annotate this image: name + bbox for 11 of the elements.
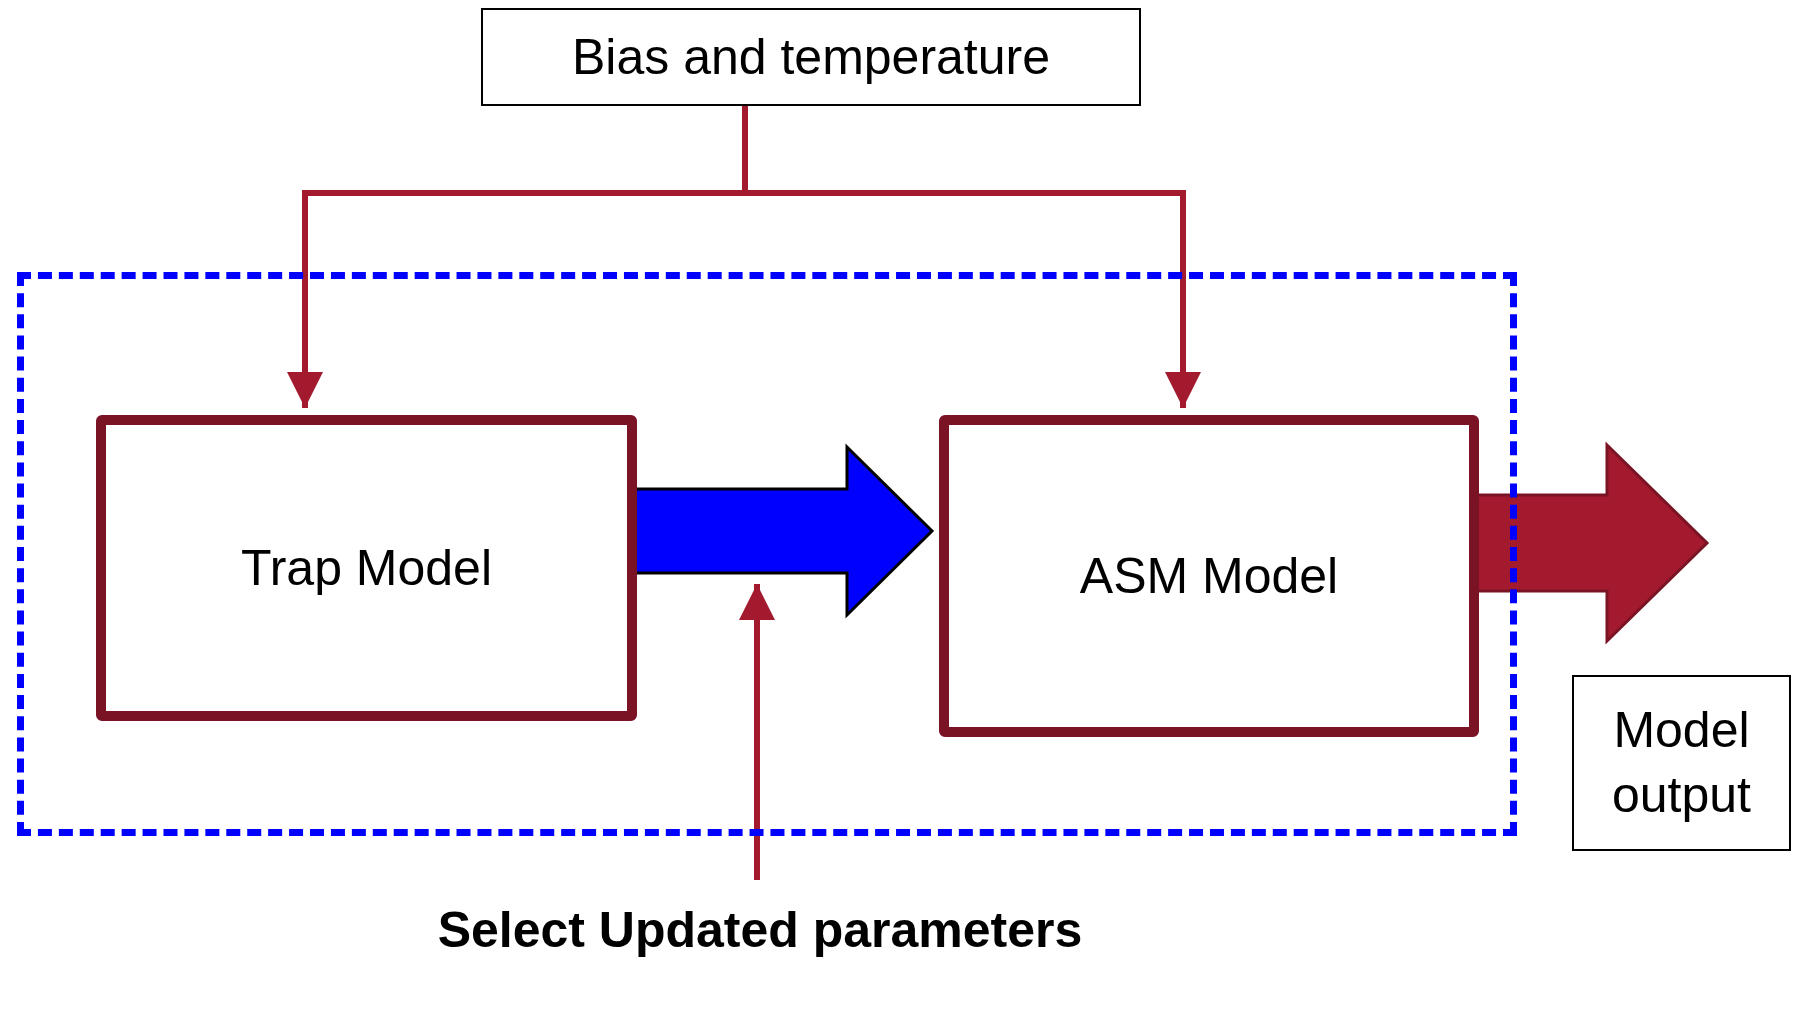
dashed-group-box [17, 272, 1517, 836]
model-box [96, 415, 637, 721]
label-box [1572, 675, 1791, 851]
box-label: Bias and temperature [571, 27, 1051, 87]
box-label: Trap Model [241, 538, 492, 598]
arrow [739, 584, 775, 880]
model-box [939, 415, 1479, 737]
label-box [481, 8, 1141, 106]
box-label: Model output [1611, 701, 1752, 825]
caption-text: Select Updated parameters [437, 900, 1083, 960]
box-label: ASM Model [1079, 546, 1339, 606]
